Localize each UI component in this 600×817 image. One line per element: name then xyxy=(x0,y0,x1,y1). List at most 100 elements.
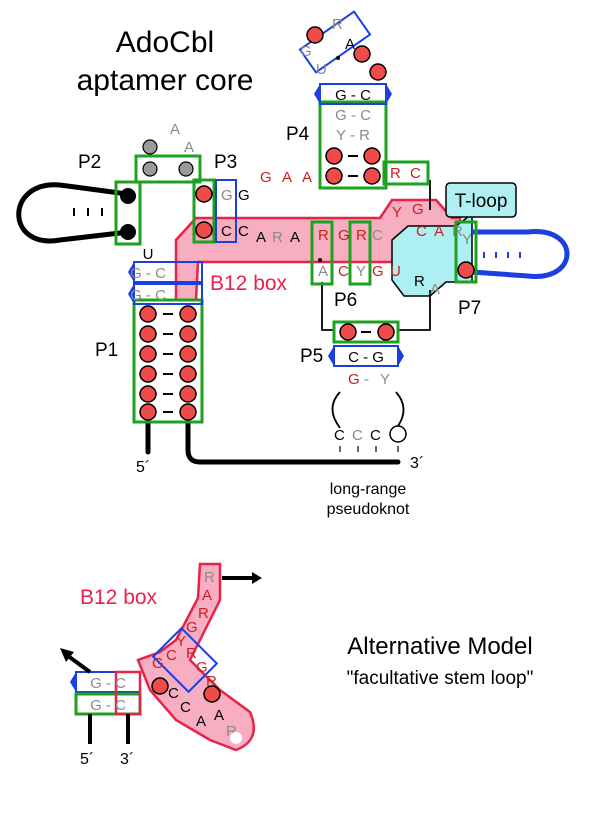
svg-text:C: C xyxy=(352,427,363,444)
svg-text:G: G xyxy=(338,227,350,244)
p1-nucleotides xyxy=(139,305,197,421)
alt-five-prime: 5´ xyxy=(80,751,94,768)
svg-text:A: A xyxy=(202,587,212,604)
t-loop-label: T-loop xyxy=(455,191,508,212)
svg-text:C: C xyxy=(372,227,383,244)
svg-text:Y: Y xyxy=(392,204,402,221)
svg-text:R: R xyxy=(332,16,343,33)
p2-label: P2 xyxy=(78,152,101,173)
alt-title: Alternative Model xyxy=(347,633,532,660)
pseudoknot-label-1: long-range xyxy=(330,481,407,498)
p7-ticks xyxy=(483,252,521,258)
svg-text:Y: Y xyxy=(380,371,390,388)
p3-nt-2 xyxy=(195,221,213,239)
p2-ticks xyxy=(73,208,103,216)
svg-text:C: C xyxy=(166,647,177,664)
svg-text:G - C: G - C xyxy=(130,287,166,304)
backbone xyxy=(16,182,401,465)
svg-text:C: C xyxy=(168,685,179,702)
svg-text:C: C xyxy=(221,223,232,240)
svg-text:U: U xyxy=(390,263,401,280)
p6-pair-box xyxy=(348,220,372,286)
svg-text:G: G xyxy=(372,263,384,280)
p4-loop-pair xyxy=(298,10,372,74)
p4-stem-box xyxy=(318,100,388,190)
svg-text:G: G xyxy=(196,659,208,676)
svg-text:A: A xyxy=(184,139,194,156)
p4-label: P4 xyxy=(286,124,310,145)
svg-text:G - C: G - C xyxy=(335,87,371,104)
svg-text:R: R xyxy=(414,273,425,290)
alt-b12-label: B12 box xyxy=(80,586,158,609)
j23-nucleotides xyxy=(142,139,194,177)
p4-dashes xyxy=(348,155,358,177)
svg-text:R: R xyxy=(206,673,217,690)
svg-text:G: G xyxy=(260,169,272,186)
svg-text:G: G xyxy=(152,655,164,672)
svg-text:A: A xyxy=(430,281,440,298)
alt-nt-1 xyxy=(151,677,169,695)
p7-label: P7 xyxy=(458,298,481,319)
svg-text:R: R xyxy=(198,605,209,622)
svg-text:R: R xyxy=(186,645,197,662)
alt-wedge xyxy=(70,672,76,692)
svg-text:G: G xyxy=(221,187,233,204)
svg-text:R: R xyxy=(272,229,283,246)
pseudoknot-label-2: pseudoknot xyxy=(327,501,410,518)
alt-loop-hole xyxy=(230,732,242,744)
svg-text:R: R xyxy=(390,165,401,182)
svg-text:C: C xyxy=(416,223,427,240)
p2-nt-1 xyxy=(120,188,136,204)
svg-text:A: A xyxy=(434,223,444,240)
svg-text:R: R xyxy=(318,227,329,244)
p5-nucleotides xyxy=(339,323,395,341)
p4-loop-letters: RA GU xyxy=(300,16,355,78)
svg-text:C - G: C - G xyxy=(348,349,384,366)
alt-arrow-line xyxy=(66,654,92,674)
p6-box xyxy=(310,220,334,286)
alt-nt-2 xyxy=(203,685,221,703)
svg-text:G - C: G - C xyxy=(90,697,126,714)
alt-b12-band xyxy=(136,562,255,752)
svg-text:Y: Y xyxy=(176,633,186,650)
svg-text:A: A xyxy=(282,169,292,186)
svg-text:C: C xyxy=(410,165,421,182)
p7-loop xyxy=(471,229,570,279)
p5-stem-box xyxy=(332,320,400,344)
p5-label: P5 xyxy=(300,346,323,367)
svg-text:G: G xyxy=(348,371,360,388)
alt-subtitle: "facultative stem loop" xyxy=(347,668,534,689)
p3-pair-box xyxy=(215,179,237,243)
alt-three-prime: 3´ xyxy=(120,751,134,768)
svg-text:-: - xyxy=(364,371,369,388)
svg-text:G - C: G - C xyxy=(130,265,166,282)
p1-stem-box xyxy=(132,298,204,424)
svg-text:A: A xyxy=(214,707,224,724)
svg-text:A: A xyxy=(302,169,312,186)
svg-text:A: A xyxy=(256,229,266,246)
blue-wedge xyxy=(128,262,134,304)
svg-text:A: A xyxy=(318,263,328,280)
j23-box xyxy=(134,154,202,184)
svg-text:R: R xyxy=(204,569,215,586)
svg-text:Y: Y xyxy=(356,263,366,280)
p1-gc-letters: G - C G - C xyxy=(130,265,166,304)
svg-text:A: A xyxy=(196,713,206,730)
p5-letters: C - G G-Y xyxy=(348,349,390,388)
svg-text:A: A xyxy=(170,121,180,138)
b12-box-label: B12 box xyxy=(210,272,288,295)
three-prime-label: 3´ xyxy=(410,455,424,472)
pseudoknot-ticks xyxy=(339,446,399,452)
svg-text:C: C xyxy=(370,427,381,444)
svg-text:R: R xyxy=(356,227,367,244)
p3-label: P3 xyxy=(214,152,237,173)
svg-text:Y: Y xyxy=(462,231,472,248)
p2-nt-2 xyxy=(120,224,136,240)
b12-box-band xyxy=(174,198,462,302)
svg-text:C: C xyxy=(338,263,349,280)
